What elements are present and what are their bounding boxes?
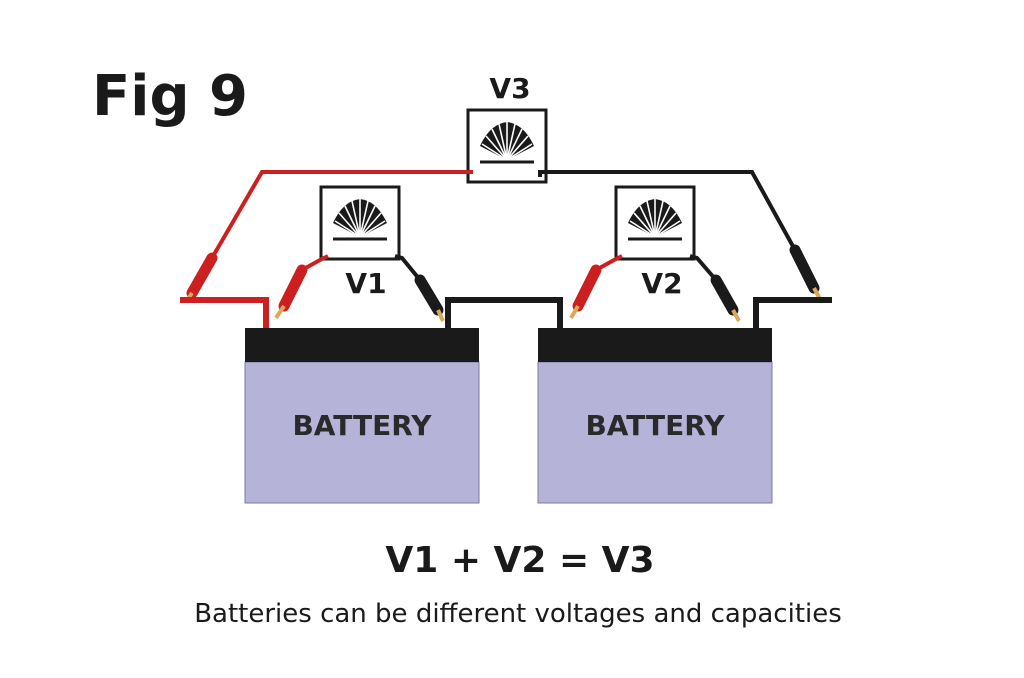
equation-text: V1 + V2 = V3 xyxy=(385,540,654,581)
v3-voltmeter: V3 xyxy=(466,72,548,184)
battery-2: BATTERY xyxy=(537,328,773,504)
battery-1-label: BATTERY xyxy=(292,409,432,442)
caption-text: Batteries can be different voltages and … xyxy=(194,599,842,629)
battery-2-label: BATTERY xyxy=(585,409,725,442)
battery-link-wire xyxy=(445,297,563,328)
v1-label: V1 xyxy=(345,267,386,300)
v2-label: V2 xyxy=(641,267,682,300)
figure-title: Fig 9 xyxy=(92,64,248,129)
battery-1: BATTERY xyxy=(244,328,480,504)
v3-label: V3 xyxy=(489,72,530,105)
v3-negative-lead xyxy=(538,170,832,328)
v2-voltmeter: V2 xyxy=(569,185,741,322)
v3-positive-lead xyxy=(180,170,473,328)
v1-voltmeter: V1 xyxy=(274,185,445,322)
